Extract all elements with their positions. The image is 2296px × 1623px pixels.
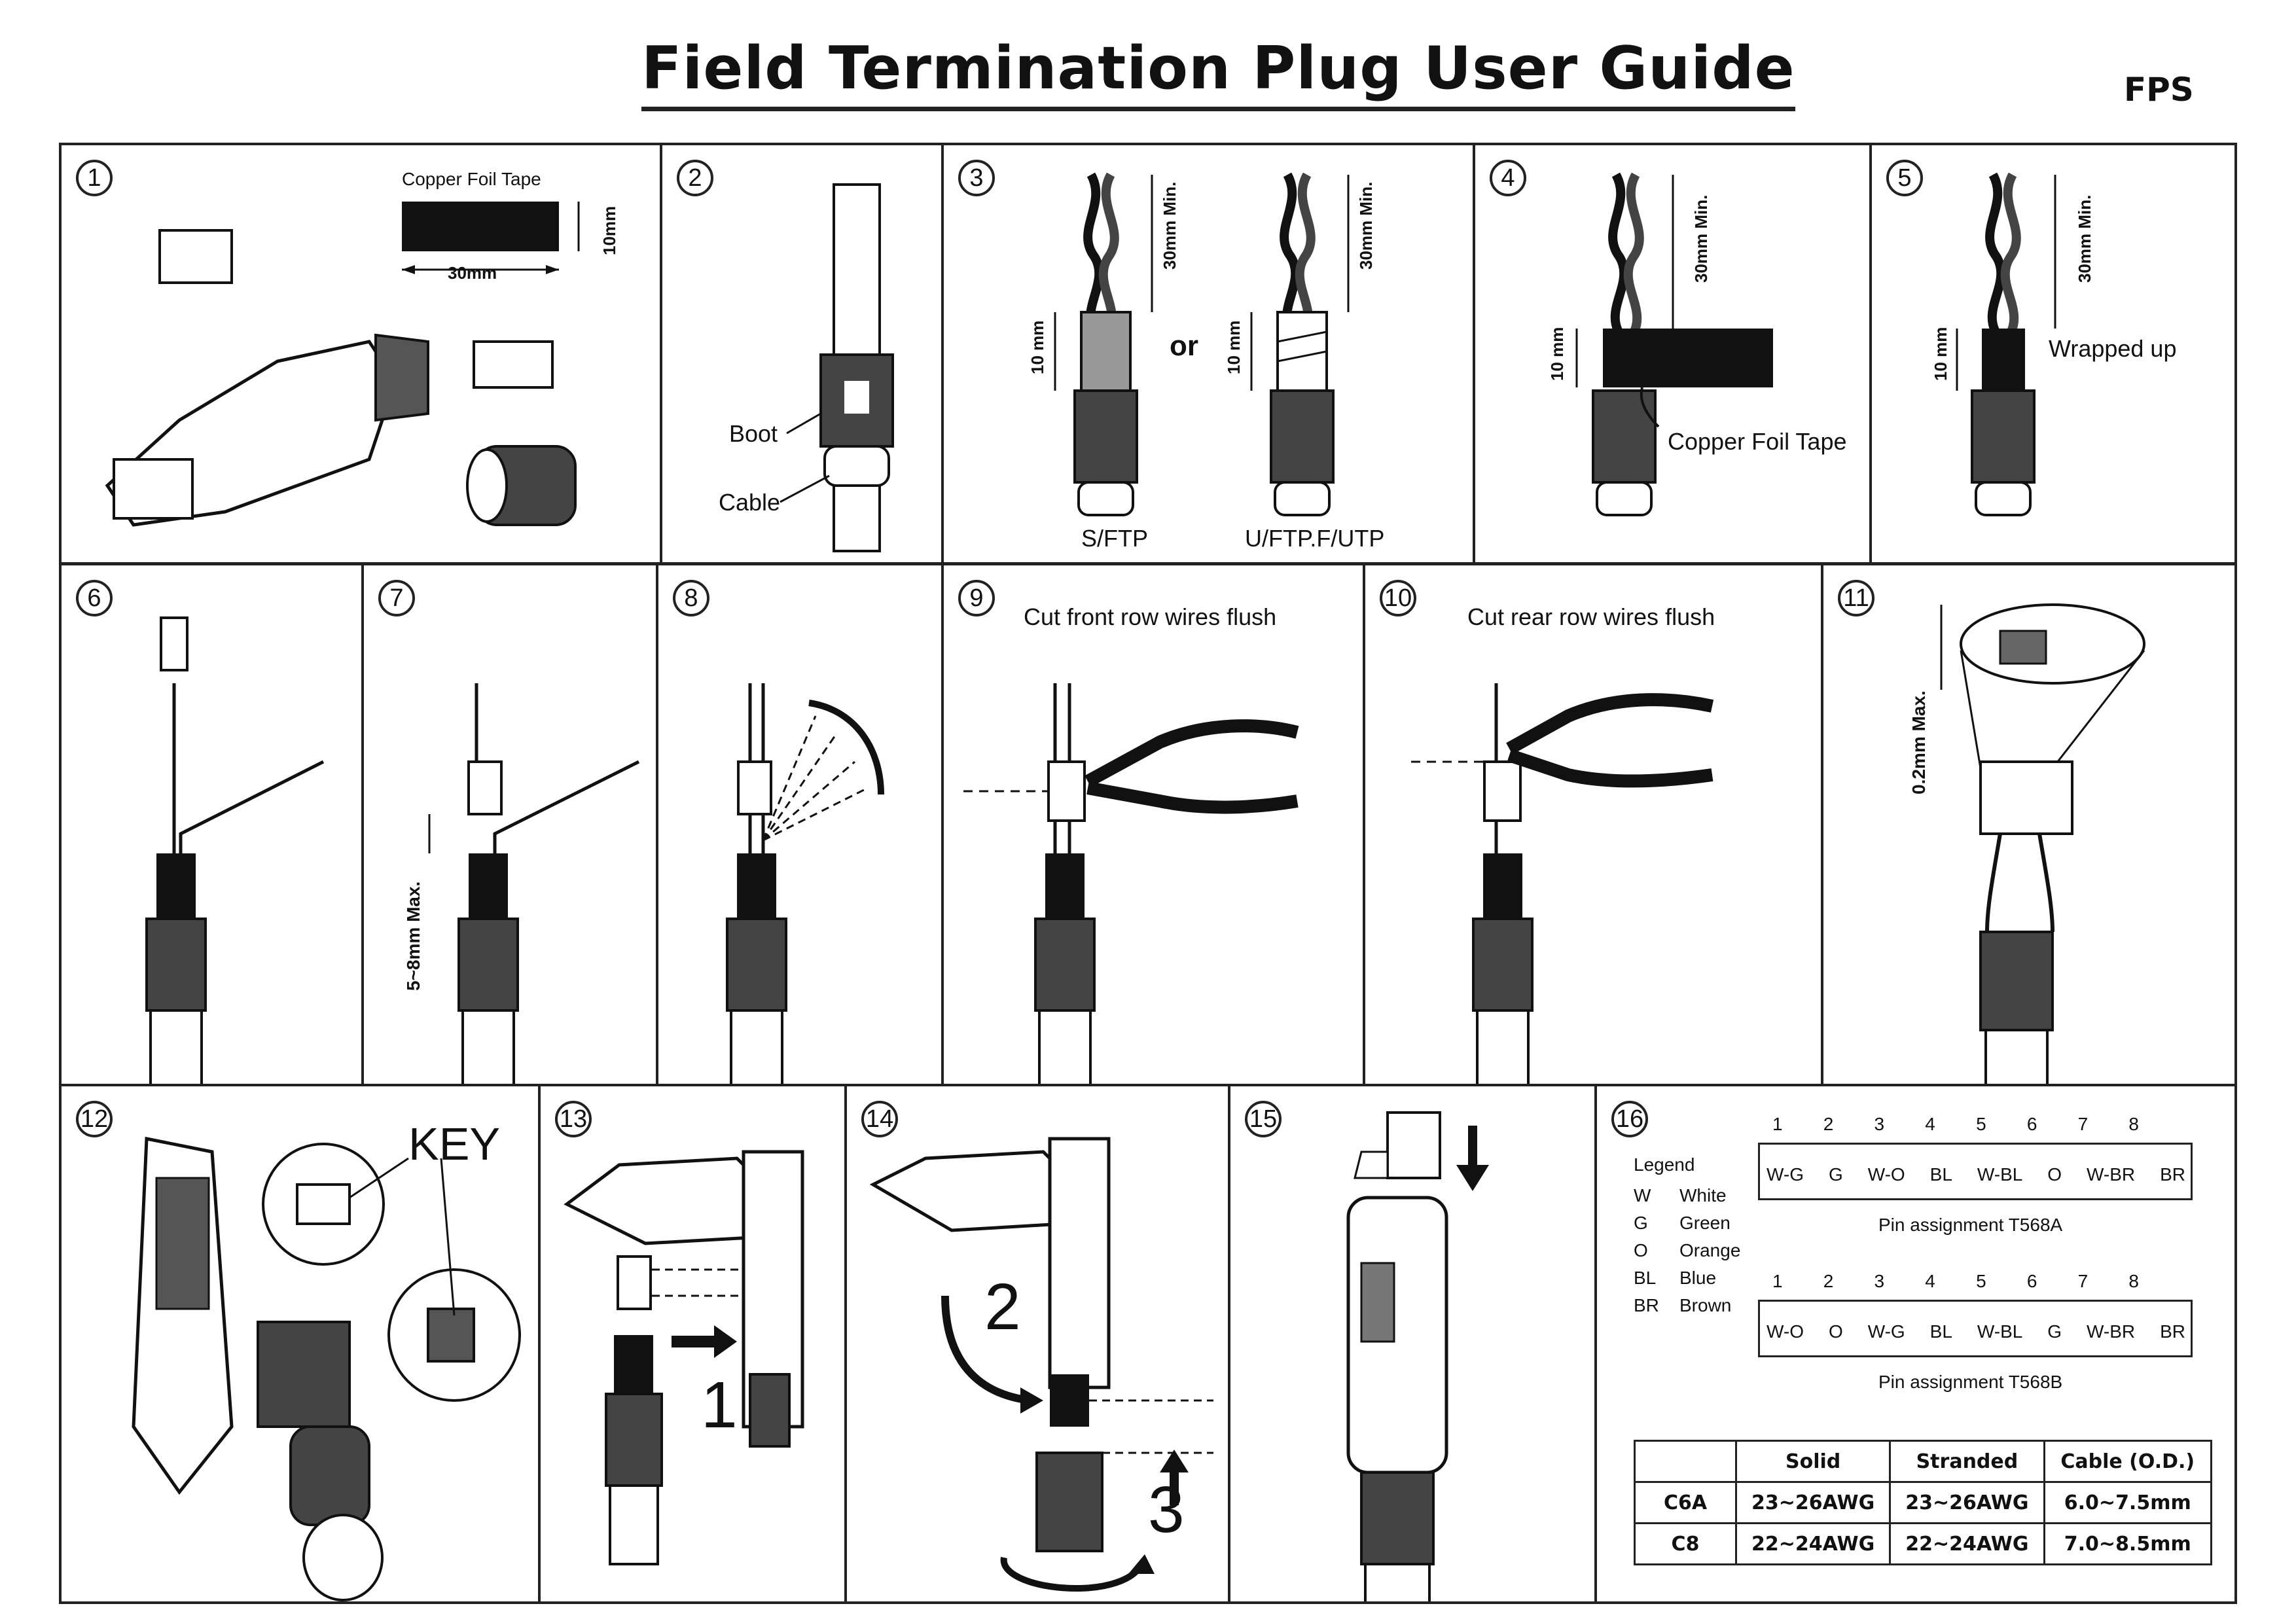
boot-cable-illustration — [780, 183, 894, 552]
step-12-panel: 12 KEY — [59, 1084, 541, 1604]
step-7-panel: 7 5~8mm Max. — [361, 563, 658, 1086]
step-1-panel: 1 Copper Foil Tape 30mm 10mm — [59, 143, 662, 565]
product-code: FPS — [2124, 71, 2194, 109]
step-2-arrow-label: 2 — [984, 1270, 1021, 1344]
step-number: 13 — [555, 1101, 592, 1137]
cable-types-illustration — [1054, 172, 1350, 516]
t568b-caption: Pin assignment T568B — [1878, 1372, 2063, 1392]
step-number: 9 — [958, 580, 995, 616]
step-number: 2 — [677, 160, 713, 196]
step-4-panel: 4 Copper Foil Tape 30mm Min. 10 mm — [1473, 143, 1872, 565]
copper-foil-tape-label: Copper Foil Tape — [402, 169, 541, 189]
step-2-panel: 2 Boot Cable — [660, 143, 944, 565]
page-title: Field Termination Plug User Guide — [641, 34, 1795, 111]
step-number: 5 — [1886, 160, 1923, 196]
lock-and-twist-illustration — [869, 1137, 1213, 1592]
legend-title: Legend — [1634, 1154, 1695, 1175]
cut-rear-caption: Cut rear row wires flush — [1467, 603, 1715, 630]
wrapped-up-label: Wrapped up — [2049, 335, 2177, 362]
step-5-panel: 5 Wrapped up 30mm Min. 10 mm — [1869, 143, 2237, 565]
sftp-label: S/FTP — [1081, 525, 1149, 552]
step-13-panel: 13 1 — [538, 1084, 847, 1604]
bend-wires-illustration — [726, 683, 884, 1084]
step-number: 8 — [673, 580, 709, 616]
step-number: 11 — [1838, 580, 1874, 616]
uftp-label: U/FTP.F/UTP — [1245, 525, 1385, 552]
step-15-panel: 15 — [1228, 1084, 1597, 1604]
cut-front-row-illustration — [963, 683, 1299, 1084]
cut-rear-row-illustration — [1411, 683, 1714, 1084]
width-label: 30mm — [448, 263, 497, 283]
slide-cap-illustration — [1346, 1111, 1489, 1601]
insert-wires-illustration — [428, 683, 640, 1084]
table-row: C8 22~24AWG 22~24AWG 7.0~8.5mm — [1634, 1522, 2213, 1565]
step-9-panel: 9 Cut front row wires flush — [941, 563, 1365, 1086]
step-number: 16 — [1611, 1101, 1648, 1137]
step-14-panel: 14 2 3 — [844, 1084, 1230, 1604]
step-number: 6 — [76, 580, 113, 616]
key-alignment-illustration — [132, 1136, 521, 1601]
table-header-row: Solid Stranded Cable (O.D.) — [1634, 1440, 2213, 1483]
step-number: 4 — [1490, 160, 1526, 196]
step-number: 3 — [958, 160, 995, 196]
or-label: or — [1170, 330, 1198, 362]
cut-front-caption: Cut front row wires flush — [1024, 603, 1277, 630]
plug-parts-illustration — [105, 202, 580, 527]
table-row: C6A 23~26AWG 23~26AWG 6.0~7.5mm — [1634, 1481, 2213, 1524]
step-6-panel: 6 — [59, 563, 364, 1086]
step-10-panel: 10 Cut rear row wires flush — [1363, 563, 1823, 1086]
step-number: 14 — [861, 1101, 898, 1137]
strip-cable-illustration — [145, 616, 325, 1084]
cable-label: Cable — [719, 489, 781, 516]
copper-foil-tape-label: Copper Foil Tape — [1668, 428, 1847, 455]
boot-label: Boot — [729, 420, 778, 447]
step-number: 1 — [76, 160, 113, 196]
step-number: 15 — [1245, 1101, 1282, 1137]
key-label: KEY — [408, 1118, 501, 1169]
flush-check-illustration — [1940, 603, 2145, 1084]
cable-spec-table: Solid Stranded Cable (O.D.) C6A 23~26AWG… — [1634, 1440, 2213, 1565]
wrapped-shield-illustration — [1956, 172, 2056, 516]
step-3-panel: 3 S/FTP U/FTP.F/UTP or 30mm Min. 30mm Mi… — [941, 143, 1475, 565]
step-1-arrow-label: 1 — [701, 1368, 738, 1442]
foil-tape-illustration — [1575, 172, 1773, 516]
step-number: 12 — [76, 1101, 113, 1137]
step-number: 7 — [378, 580, 415, 616]
push-plug-illustration — [564, 1150, 804, 1565]
t568a-caption: Pin assignment T568A — [1878, 1215, 2063, 1235]
step-8-panel: 8 — [656, 563, 944, 1086]
step-11-panel: 11 0.2mm Max. — [1821, 563, 2237, 1086]
step-number: 10 — [1380, 580, 1416, 616]
